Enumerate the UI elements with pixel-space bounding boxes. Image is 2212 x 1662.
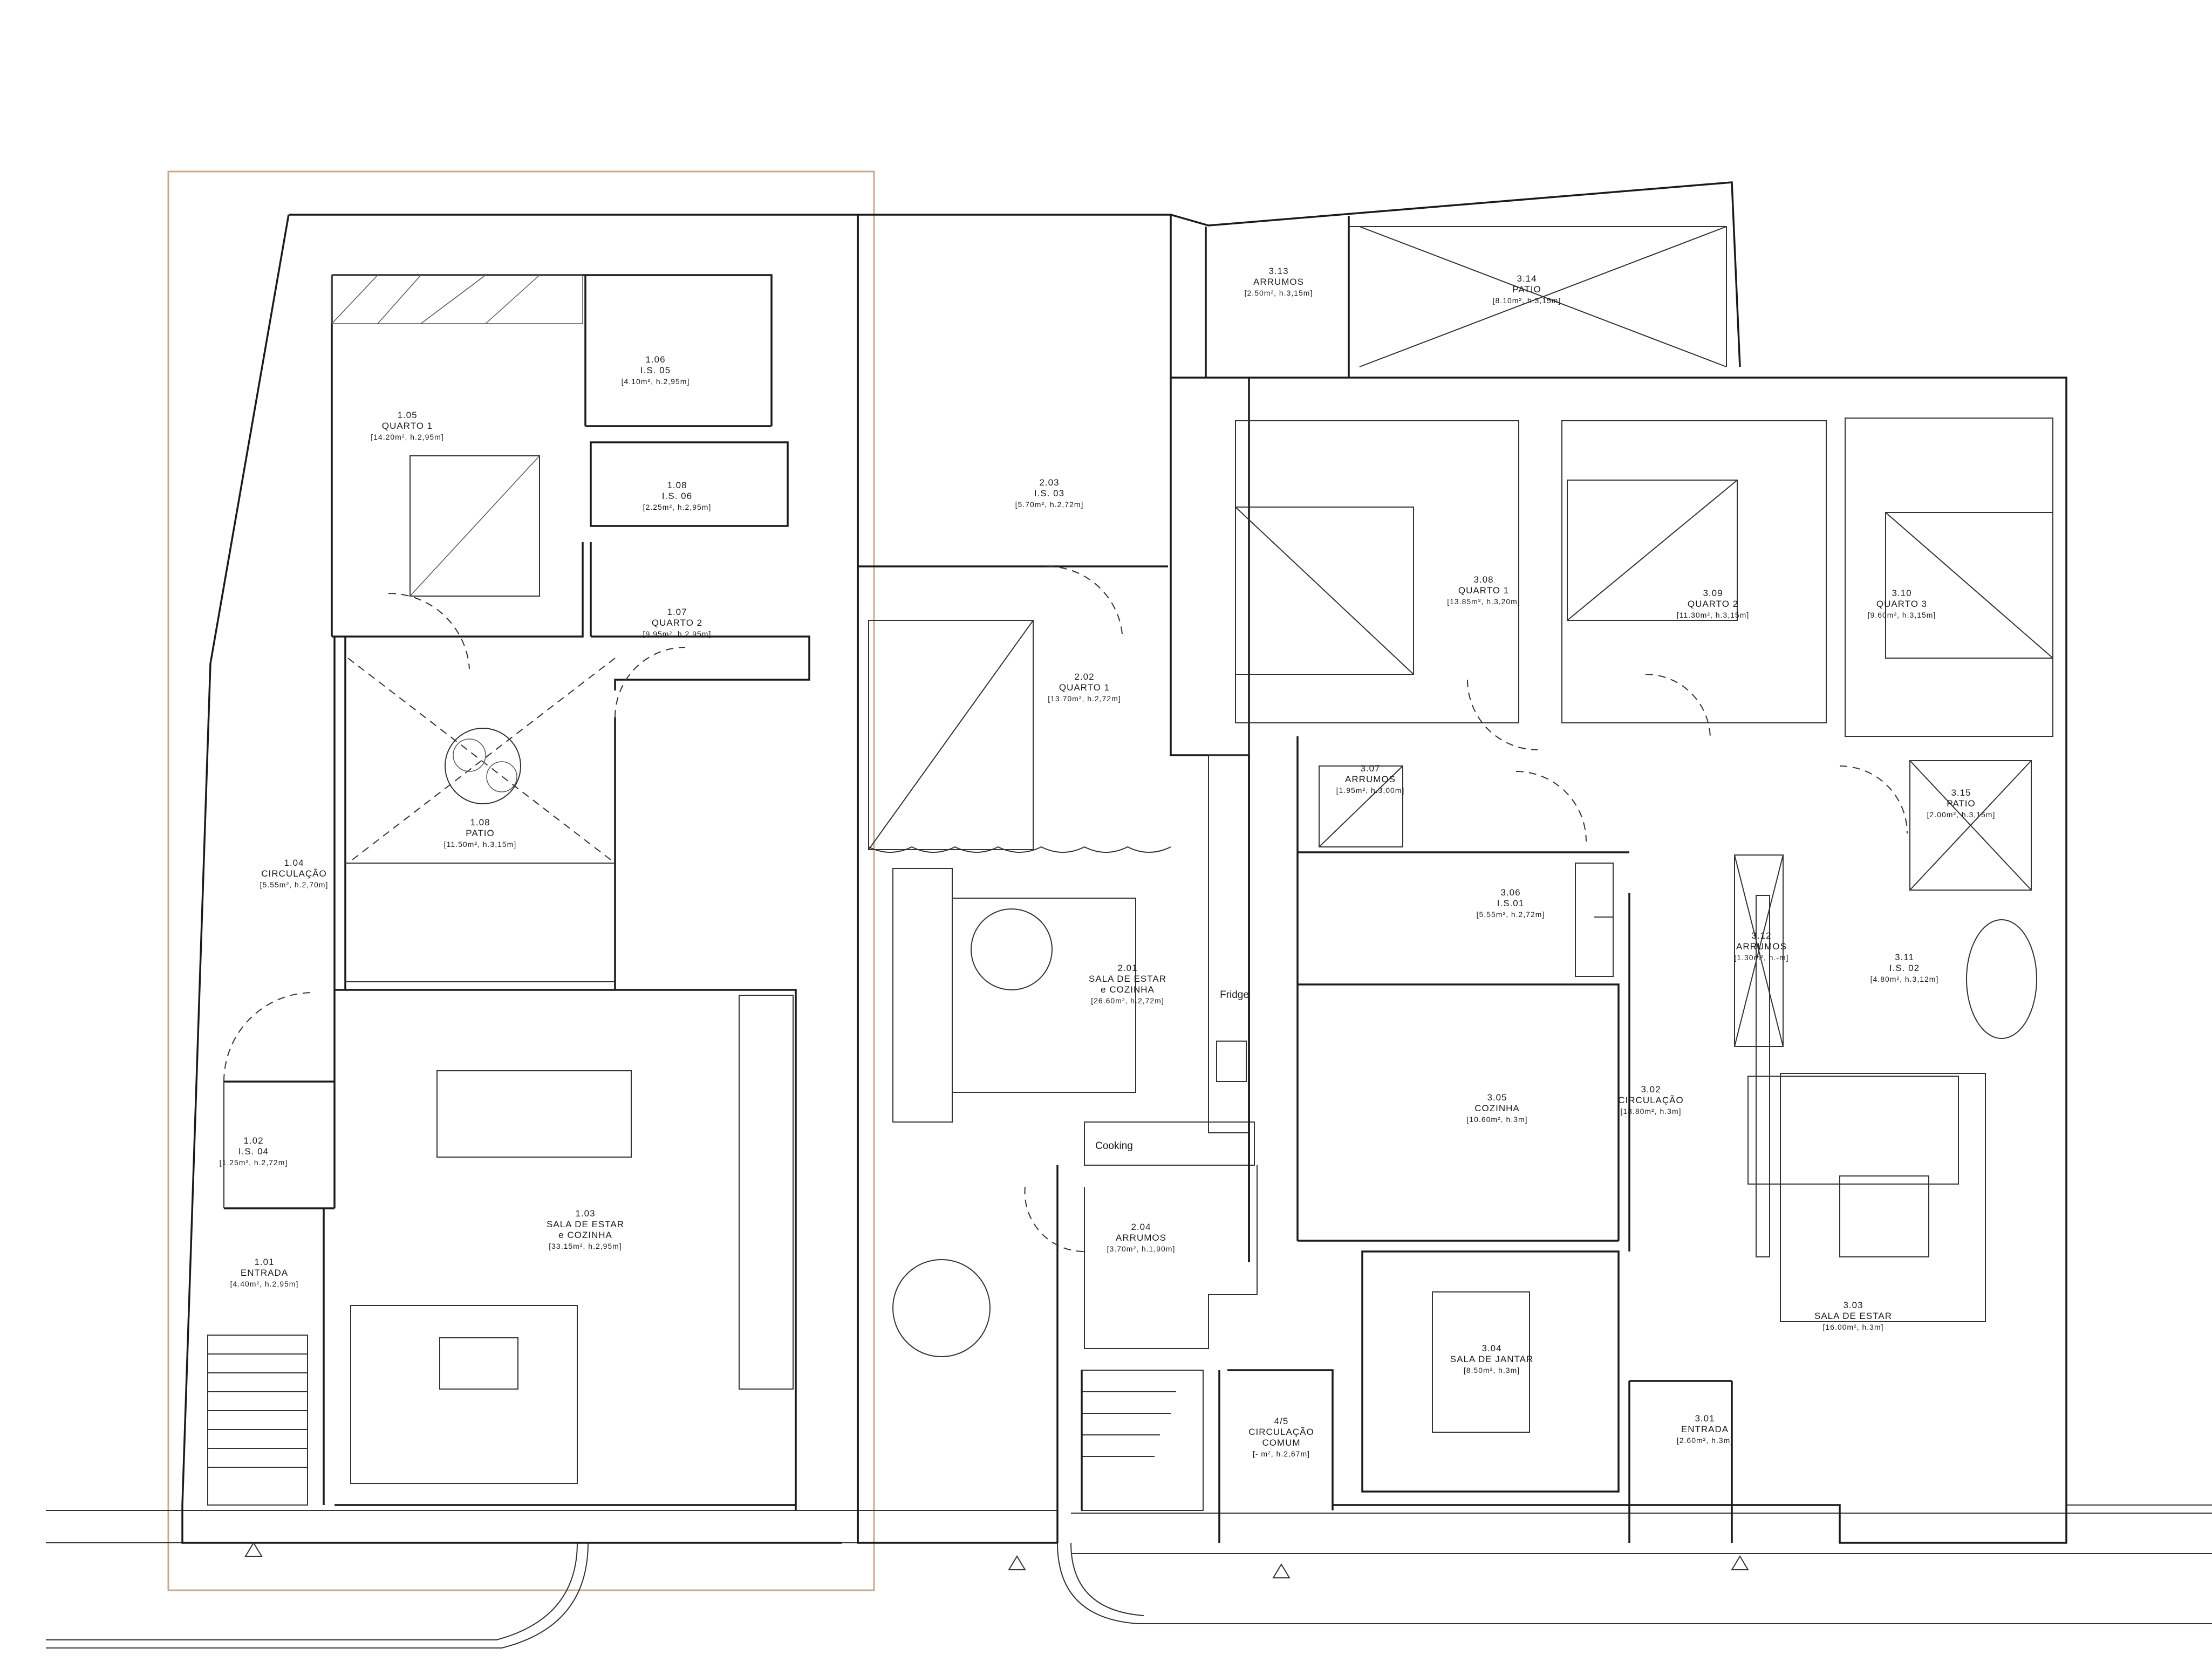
sofa-unit-1 bbox=[350, 1305, 578, 1484]
room-3-10 bbox=[1845, 418, 2053, 737]
tree-icon bbox=[445, 728, 521, 804]
sofa-unit-2 bbox=[892, 868, 953, 1123]
fridge-label: Fridge bbox=[1220, 989, 1249, 1001]
room-3-09 bbox=[1561, 420, 1827, 723]
sidewalk-curve-right bbox=[1057, 1542, 2212, 1624]
room-3-08 bbox=[1235, 420, 1519, 723]
entrance-markers bbox=[244, 1542, 1749, 1578]
unit-2 bbox=[857, 214, 1334, 1544]
unit-1-frame bbox=[167, 170, 875, 1591]
stairs-unit-1 bbox=[207, 1335, 308, 1506]
unit-3 bbox=[1170, 181, 2067, 1544]
unit-1 bbox=[181, 214, 859, 1544]
bed-quarto-1 bbox=[409, 455, 540, 597]
sidewalk-curve-left bbox=[46, 1542, 589, 1649]
dining-table-unit-1 bbox=[436, 1070, 632, 1158]
round-table-unit-2 bbox=[892, 1259, 991, 1357]
cooking-label: Cooking bbox=[1095, 1140, 1133, 1152]
bathtub-icon bbox=[1966, 919, 2037, 1039]
street-line bbox=[46, 1504, 2212, 1554]
